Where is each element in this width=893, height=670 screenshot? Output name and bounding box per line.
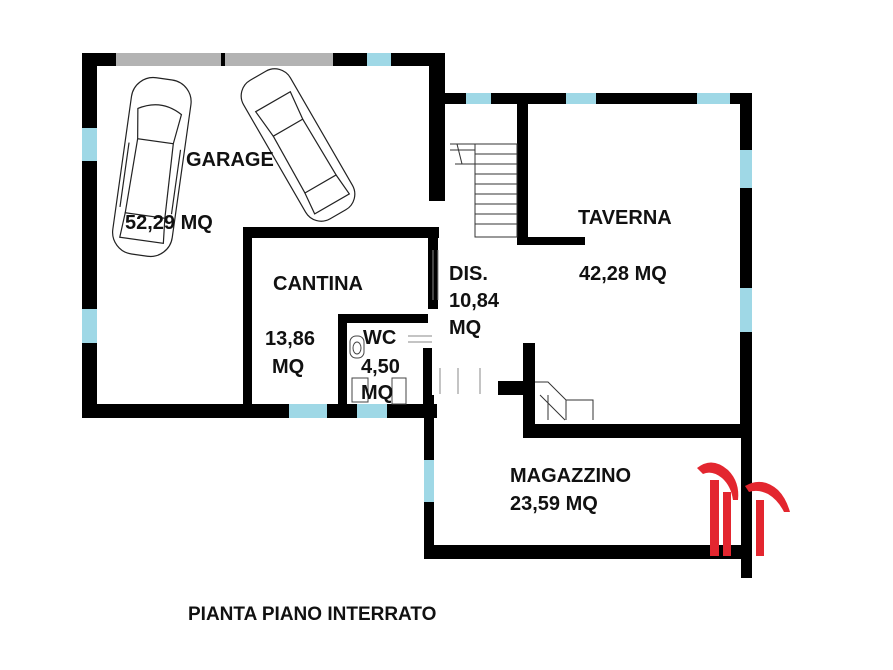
wall-taverna-stub xyxy=(517,237,585,245)
wall-magazzino-bottom xyxy=(424,545,751,559)
window-taverna-top-2 xyxy=(697,93,730,104)
taverna-area: 42,28 MQ xyxy=(579,263,667,285)
sink-icon xyxy=(351,377,407,405)
garage-doors xyxy=(116,53,333,66)
window-taverna-top-1 xyxy=(566,93,596,104)
dis-area-line1: 10,84 xyxy=(449,290,500,312)
stairs-icon-taverna xyxy=(535,381,594,421)
brand-logo xyxy=(697,462,790,556)
garage-door-2 xyxy=(225,53,333,66)
wall-wc-right xyxy=(423,348,432,410)
wc-area-line1: 4,50 xyxy=(361,356,400,378)
plan-title: PIANTA PIANO INTERRATO xyxy=(188,604,436,625)
wall-taverna-left-lower xyxy=(523,343,535,435)
wall-magazzino-top xyxy=(523,424,752,438)
toilet-icon xyxy=(349,335,365,359)
wall-magazzino-right xyxy=(741,438,752,578)
magazzino-area: 23,59 MQ xyxy=(510,493,598,515)
window-garage-top xyxy=(367,53,391,66)
wall-wc-left xyxy=(338,314,347,410)
wall-garage-right-upper xyxy=(429,53,445,201)
garage-door-1 xyxy=(116,53,221,66)
wall-cantina-left xyxy=(243,227,252,410)
garage-area: 52,29 MQ xyxy=(125,212,213,234)
window-garage-left-2 xyxy=(82,309,97,343)
wall-taverna-left xyxy=(517,93,528,245)
wall-cantina-top xyxy=(243,227,439,238)
window-garage-left-1 xyxy=(82,128,97,161)
windows xyxy=(82,53,752,502)
window-taverna-right-1 xyxy=(740,150,752,188)
room-labels: GARAGE 52,29 MQ CANTINA 13,86 MQ WC 4,50… xyxy=(125,149,672,625)
wall-cantina-wc xyxy=(338,314,428,323)
window-dis-top xyxy=(466,93,491,104)
stairs-icon xyxy=(450,143,518,238)
dis-area-line2: MQ xyxy=(449,317,481,339)
window-taverna-right-2 xyxy=(740,288,752,332)
magazzino-name: MAGAZZINO xyxy=(510,465,631,487)
cantina-area-line1: 13,86 xyxy=(265,328,315,350)
car-icon xyxy=(112,68,356,258)
door-frames xyxy=(408,250,481,394)
cantina-name: CANTINA xyxy=(273,273,363,295)
window-wc-bottom xyxy=(357,404,387,418)
wall-taverna-right xyxy=(740,93,752,438)
window-cantina-bottom xyxy=(289,404,327,418)
wc-name: WC xyxy=(363,327,396,349)
wall-garage-left xyxy=(82,53,97,418)
window-magazzino-left xyxy=(424,460,434,502)
wall-dis-stub xyxy=(498,381,526,395)
wall-dis-top xyxy=(443,93,751,104)
taverna-name: TAVERNA xyxy=(578,207,672,229)
wall-garage-bottom xyxy=(82,404,437,418)
wc-area-line2: MQ xyxy=(361,382,393,404)
garage-name: GARAGE xyxy=(186,149,274,171)
dis-name: DIS. xyxy=(449,263,488,285)
cantina-area-line2: MQ xyxy=(272,356,304,378)
